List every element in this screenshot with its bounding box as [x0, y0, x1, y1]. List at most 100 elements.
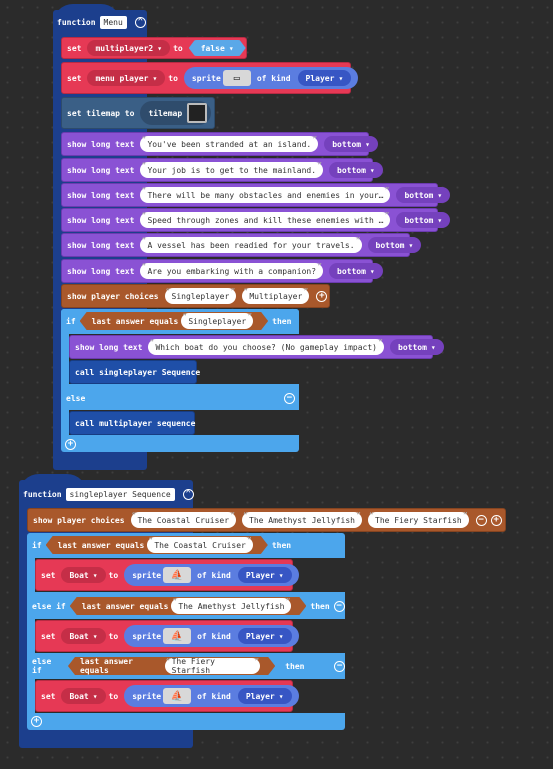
show-long-text-label: show long text — [67, 165, 135, 175]
set-tilemap-block[interactable]: set tilemap to tilemap — [61, 97, 215, 129]
add-icon[interactable]: + — [316, 290, 328, 302]
else-if-header[interactable]: else if last answer equals The Fiery Sta… — [27, 654, 345, 678]
show-long-text-block[interactable]: show long text Which boat do you choose?… — [69, 335, 444, 359]
last-answer-equals-condition[interactable]: last answer equals Singleplayer — [80, 312, 269, 330]
position-dropdown[interactable]: bottom — [324, 136, 378, 152]
choice-string[interactable]: Singleplayer — [164, 287, 237, 304]
sprite-reporter[interactable]: sprite ⛵ of kind Player — [124, 625, 299, 647]
condition-value[interactable]: The Fiery Starfish — [165, 658, 261, 674]
show-long-text-block[interactable]: show long text There will be many obstac… — [61, 183, 451, 207]
kind-dropdown[interactable]: Player — [237, 628, 292, 644]
long-text-string[interactable]: A vessel has been readied for your trave… — [140, 236, 362, 253]
show-long-text-label: show long text — [67, 139, 135, 149]
add-icon[interactable]: + — [490, 514, 502, 526]
long-text-string[interactable]: You've been stranded at an island. — [140, 135, 319, 152]
tilemap-thumbnail-icon[interactable] — [187, 103, 208, 123]
long-text-string[interactable]: Your job is to get to the mainland. — [140, 161, 324, 178]
collapse-icon[interactable]: ⌃ — [182, 489, 194, 500]
add-icon[interactable]: + — [31, 715, 42, 727]
variable-dropdown[interactable]: Boat — [61, 567, 106, 583]
else-row[interactable]: else − — [61, 386, 299, 410]
show-player-choices-label: show player choices — [67, 291, 159, 301]
choice-string[interactable]: The Coastal Cruiser — [130, 511, 237, 528]
collapse-icon[interactable]: ⌃ — [134, 17, 146, 28]
function-name-field[interactable]: Menu — [99, 16, 127, 29]
of-kind-label: of kind — [197, 570, 231, 580]
sprite-reporter[interactable]: sprite ⛵ of kind Player — [124, 564, 299, 586]
position-dropdown[interactable]: bottom — [329, 162, 383, 178]
if-header[interactable]: if last answer equals Singleplayer then — [61, 309, 299, 333]
sp-function-header[interactable]: function singleplayer Sequence ⌃ — [23, 486, 194, 503]
position-dropdown[interactable]: bottom — [329, 263, 383, 279]
show-player-choices-block[interactable]: show player choices Singleplayer Multipl… — [61, 284, 330, 308]
condition-value[interactable]: The Amethyst Jellyfish — [171, 598, 291, 614]
remove-icon[interactable]: − — [475, 514, 487, 526]
choice-string[interactable]: The Fiery Starfish — [368, 511, 469, 528]
show-long-text-block[interactable]: show long text Your job is to get to the… — [61, 158, 383, 182]
if-header[interactable]: if last answer equals The Coastal Cruise… — [27, 533, 291, 557]
menu-function-header[interactable]: function Menu ⌃ — [57, 14, 146, 31]
kind-dropdown[interactable]: Player — [297, 70, 352, 86]
variable-dropdown[interactable]: Boat — [61, 628, 106, 644]
boat-sprite-icon[interactable]: ⛵ — [163, 688, 192, 704]
kind-dropdown[interactable]: Player — [237, 567, 292, 583]
if-footer[interactable]: + — [29, 714, 42, 728]
position-dropdown[interactable]: bottom — [390, 339, 444, 355]
add-icon[interactable]: + — [65, 438, 76, 450]
else-if-label: else if — [32, 657, 52, 675]
show-long-text-label: show long text — [67, 266, 135, 276]
set-boat-block[interactable]: set Boat to sprite ⛵ of kind Player — [35, 620, 299, 652]
variable-dropdown[interactable]: Boat — [61, 688, 106, 704]
variable-dropdown[interactable]: multiplayer2 — [87, 40, 171, 56]
set-boat-block[interactable]: set Boat to sprite ⛵ of kind Player — [35, 559, 299, 591]
position-dropdown[interactable]: bottom — [367, 237, 422, 253]
boolean-dropdown[interactable]: false — [189, 40, 246, 56]
show-long-text-block[interactable]: show long text Are you embarking with a … — [61, 259, 383, 283]
show-long-text-block[interactable]: show long text You've been stranded at a… — [61, 132, 378, 156]
last-answer-equals-condition[interactable]: last answer equals The Coastal Cruiser — [46, 536, 268, 554]
call-multiplayer-block[interactable]: call multiplayer sequence — [69, 411, 195, 435]
long-text-string[interactable]: Speed through zones and kill these enemi… — [140, 211, 391, 228]
remove-icon[interactable]: − — [333, 600, 345, 612]
set-label: set — [41, 691, 56, 701]
choice-string[interactable]: The Amethyst Jellyfish — [242, 511, 362, 528]
position-dropdown[interactable]: bottom — [396, 187, 451, 203]
set-label: set — [41, 570, 56, 580]
condition-value[interactable]: Singleplayer — [181, 313, 253, 329]
remove-icon[interactable]: − — [284, 392, 295, 404]
long-text-string[interactable]: Which boat do you choose? (No gameplay i… — [148, 338, 384, 355]
set-boat-block[interactable]: set Boat to sprite ⛵ of kind Player — [35, 680, 299, 712]
to-label: to — [108, 570, 119, 580]
condition-label: last answer equals — [91, 316, 179, 326]
call-singleplayer-block[interactable]: call singleplayer Sequence — [69, 360, 200, 384]
tilemap-reporter[interactable]: tilemap — [140, 101, 212, 125]
long-text-string[interactable]: Are you embarking with a companion? — [140, 262, 324, 279]
to-label: to — [108, 691, 119, 701]
kind-dropdown[interactable]: Player — [237, 688, 292, 704]
set-multiplayer2-block[interactable]: set multiplayer2 to false — [61, 37, 247, 59]
choice-string[interactable]: Multiplayer — [242, 287, 310, 304]
function-name-field[interactable]: singleplayer Sequence — [65, 488, 175, 501]
show-long-text-label: show long text — [67, 215, 135, 225]
show-long-text-block[interactable]: show long text A vessel has been readied… — [61, 233, 422, 257]
long-text-string[interactable]: There will be many obstacles and enemies… — [140, 186, 391, 203]
show-long-text-block[interactable]: show long text Speed through zones and k… — [61, 208, 451, 232]
variable-dropdown[interactable]: menu player — [87, 70, 166, 86]
to-label: to — [108, 631, 119, 641]
player-sprite-icon[interactable]: ▭ — [222, 70, 251, 86]
sprite-reporter[interactable]: sprite ▭ of kind Player — [183, 67, 359, 89]
last-answer-equals-condition[interactable]: last answer equals The Amethyst Jellyfis… — [70, 597, 307, 615]
sprite-reporter[interactable]: sprite ⛵ of kind Player — [124, 685, 299, 707]
condition-value[interactable]: The Coastal Cruiser — [147, 537, 253, 553]
set-menu-player-block[interactable]: set menu player to sprite ▭ of kind Play… — [61, 62, 359, 94]
last-answer-equals-condition[interactable]: last answer equals The Fiery Starfish — [68, 657, 275, 675]
show-player-choices-block[interactable]: show player choices The Coastal Cruiser … — [27, 508, 506, 532]
remove-icon[interactable]: − — [334, 660, 345, 672]
boat-sprite-icon[interactable]: ⛵ — [163, 628, 192, 644]
boat-sprite-icon[interactable]: ⛵ — [163, 567, 192, 583]
if-footer[interactable]: + — [63, 437, 76, 451]
sprite-label: sprite — [132, 570, 162, 580]
condition-label: last answer equals — [79, 657, 133, 675]
else-if-header[interactable]: else if last answer equals The Amethyst … — [27, 594, 345, 618]
position-dropdown[interactable]: bottom — [396, 212, 451, 228]
